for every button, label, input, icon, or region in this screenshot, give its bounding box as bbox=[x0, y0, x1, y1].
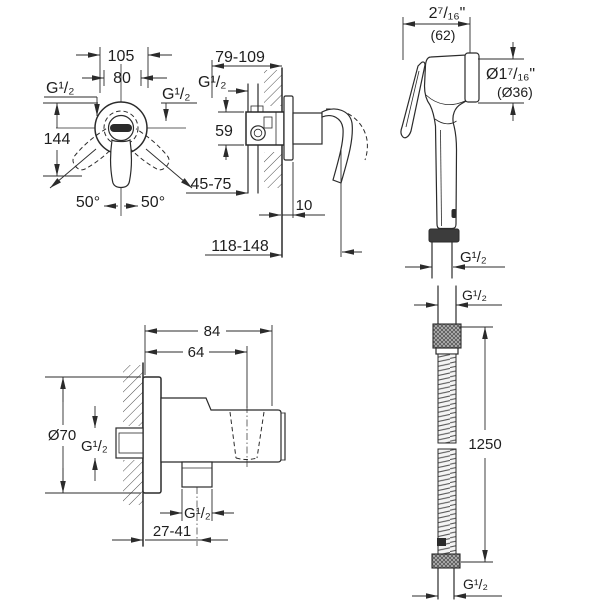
dim-side-total-depth: 118-148 bbox=[211, 238, 269, 255]
dim-mixer-angle-left: 50° bbox=[76, 194, 100, 211]
mixer-side-view: 79-109 G¹/₂ 59 45-75 10 118-148 bbox=[186, 49, 368, 258]
holder-inlet-nipple bbox=[115, 427, 144, 459]
dim-spray-width-mm: (62) bbox=[431, 27, 456, 43]
dim-mixer-width-inner: 80 bbox=[113, 70, 131, 87]
mixer-front-view: 105 80 G¹/₂ G¹/₂ 144 50° 50° bbox=[40, 47, 197, 216]
wall-hatch-holder-lower bbox=[123, 460, 143, 505]
hose-nut-bottom bbox=[431, 553, 461, 569]
wall-holder-view: 84 64 Ø70 G¹/₂ G¹/₂ 27-41 bbox=[42, 323, 286, 547]
mixer-lever-handle bbox=[109, 138, 133, 189]
wall-hatch-holder-upper bbox=[123, 365, 143, 426]
holder-outlet bbox=[181, 461, 213, 488]
escutcheon-side bbox=[283, 95, 294, 161]
dim-side-thread: G¹/₂ bbox=[198, 74, 226, 91]
spray-cone-nut bbox=[428, 228, 460, 243]
dim-hose-thread-top: G¹/₂ bbox=[462, 287, 487, 303]
hand-spray-view: 2⁷/₁₆" (62) Ø1⁷/₁₆" (Ø36) G¹/₂ bbox=[400, 5, 535, 279]
dim-hose-thread-bottom: G¹/₂ bbox=[463, 576, 488, 592]
lever-grip bbox=[110, 124, 132, 132]
dim-holder-depth-inner: 64 bbox=[188, 344, 205, 361]
dim-side-depth-range: 79-109 bbox=[215, 49, 265, 66]
hose-nut-top bbox=[432, 323, 462, 349]
dim-holder-thread-inlet: G¹/₂ bbox=[81, 438, 108, 455]
dim-holder-flange-dia: Ø70 bbox=[48, 427, 76, 444]
dim-spray-dia-mm: (Ø36) bbox=[497, 84, 533, 100]
dim-mixer-thread-left: G¹/₂ bbox=[46, 80, 74, 97]
dim-holder-thread-outlet: G¹/₂ bbox=[184, 505, 211, 522]
dim-side-plate-offset: 10 bbox=[296, 197, 313, 214]
dim-mixer-width-outer: 105 bbox=[108, 48, 135, 65]
spray-face-cap bbox=[464, 52, 480, 103]
dim-spray-width-inch: 2⁷/₁₆" bbox=[429, 5, 466, 22]
spray-clip bbox=[451, 209, 457, 218]
wall-hatch-upper bbox=[264, 70, 282, 106]
dim-holder-depth-outer: 84 bbox=[204, 323, 221, 340]
dim-mixer-angle-right: 50° bbox=[141, 194, 165, 211]
dim-mixer-thread-right: G¹/₂ bbox=[162, 86, 190, 103]
shower-hose-view: G¹/₂ 1250 G¹/₂ bbox=[412, 285, 504, 600]
spray-trigger bbox=[400, 61, 426, 139]
dim-holder-offset-range: 27-41 bbox=[153, 523, 191, 540]
cartridge-housing bbox=[292, 112, 323, 145]
dim-mixer-height: 144 bbox=[44, 131, 71, 148]
hose-clip bbox=[437, 538, 446, 546]
dim-spray-thread: G¹/₂ bbox=[460, 249, 487, 266]
dim-spray-dia-inch: Ø1⁷/₁₆" bbox=[486, 66, 535, 83]
holder-body bbox=[160, 397, 282, 463]
dim-hose-length: 1250 bbox=[468, 436, 501, 453]
dim-side-outlet-depth: 45-75 bbox=[191, 176, 232, 193]
dim-side-body-height: 59 bbox=[215, 123, 233, 140]
spray-body bbox=[423, 54, 467, 230]
mixer-handle-side bbox=[321, 108, 353, 184]
holder-flange bbox=[142, 376, 162, 494]
hose-upper-segment bbox=[437, 353, 457, 444]
wall-hatch-lower bbox=[264, 152, 282, 188]
